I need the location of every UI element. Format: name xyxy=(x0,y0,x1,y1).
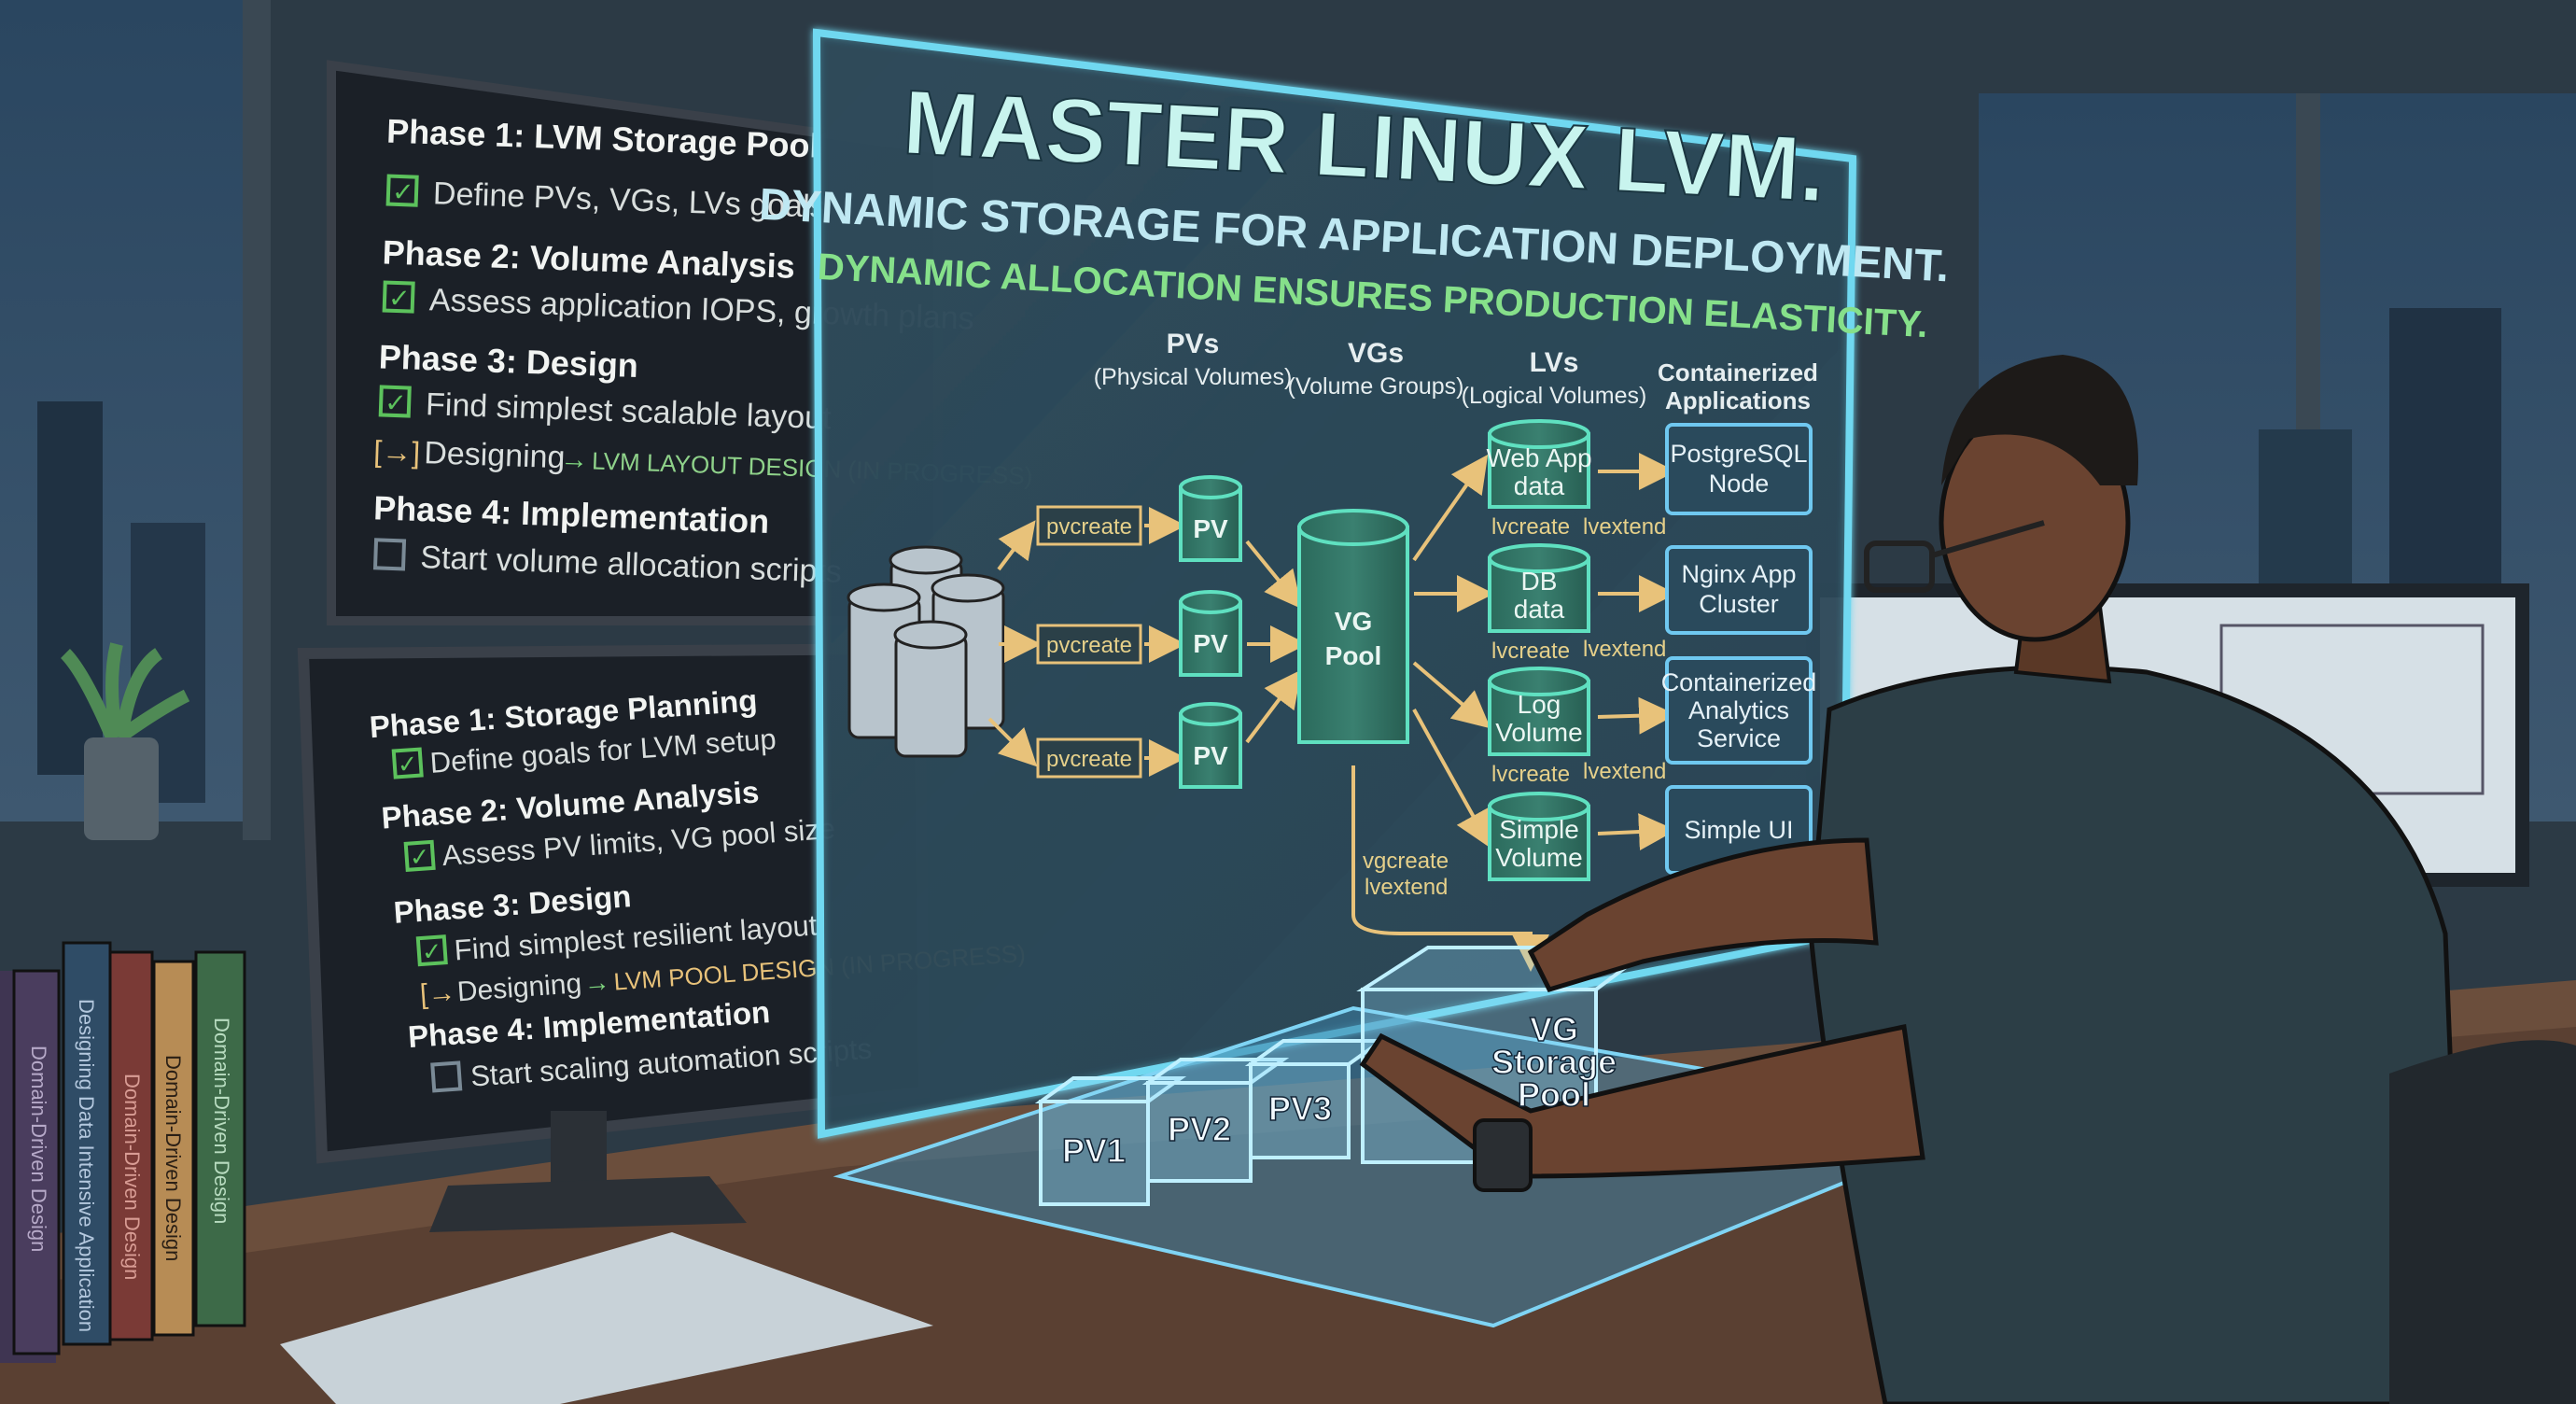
in-progress-marker: [→ xyxy=(419,977,457,1011)
checkbox-checked[interactable] xyxy=(403,839,436,872)
lvextend-label: lvextend xyxy=(1583,759,1666,784)
hologram-panel: MASTER LINUX LVM. DYNAMIC STORAGE FOR AP… xyxy=(758,28,1951,1139)
checkbox-checked[interactable] xyxy=(382,280,415,314)
checkbox-checked[interactable] xyxy=(391,747,424,779)
book-title: Domain-Driven Design xyxy=(210,1018,233,1224)
watch-icon xyxy=(1473,1118,1533,1192)
book-title: Domain-Driven Design xyxy=(120,1074,144,1280)
lvcreate-label: lvcreate xyxy=(1491,514,1570,540)
column-subheader: Applications xyxy=(1665,386,1811,414)
book-title: Designing Data Intensive Application xyxy=(75,999,98,1332)
glasses-icon xyxy=(1864,520,2045,593)
lv-label: DB xyxy=(1521,567,1558,596)
pvcreate-label: pvcreate xyxy=(1046,514,1132,540)
app-label: Nginx App xyxy=(1681,560,1796,588)
vg-pool-label: Pool xyxy=(1325,641,1382,670)
column-header: Containerized xyxy=(1658,358,1818,386)
checkbox-checked[interactable] xyxy=(415,934,448,967)
arm xyxy=(1527,837,1879,992)
pv-cylinders xyxy=(1179,475,1242,789)
monitor-stand xyxy=(429,1176,747,1232)
column-header: VGs xyxy=(1348,338,1404,369)
checkbox-checked[interactable] xyxy=(378,385,412,418)
check-icon: ✓ xyxy=(385,388,408,418)
database-stack-icon xyxy=(847,545,1005,758)
checkbox-unchecked[interactable] xyxy=(372,538,407,571)
vgcreate-label: vgcreate xyxy=(1363,849,1449,874)
arrow-icon: → xyxy=(583,967,611,998)
lvcreate-label: lvcreate xyxy=(1491,639,1570,664)
pv-block-label: PV3 xyxy=(1268,1089,1332,1128)
plant-icon xyxy=(60,642,190,840)
app-label: Service xyxy=(1697,724,1781,752)
lvextend-label: lvextend xyxy=(1583,514,1666,540)
column-subheader: (Volume Groups) xyxy=(1288,373,1464,400)
column-subheader: (Physical Volumes) xyxy=(1094,364,1293,390)
pv-block-label: PV2 xyxy=(1168,1110,1231,1148)
app-boxes xyxy=(1665,423,1813,875)
in-progress-marker: [→] xyxy=(373,434,421,470)
vg-pool-label: VG xyxy=(1335,607,1372,636)
pv-label: PV xyxy=(1193,514,1228,543)
check-icon: ✓ xyxy=(388,284,412,314)
column-header: LVs xyxy=(1530,347,1579,378)
column-subheader: (Logical Volumes) xyxy=(1462,383,1647,409)
check-icon: ✓ xyxy=(421,936,443,965)
lv-label: data xyxy=(1514,595,1565,624)
vg-block-label: VG xyxy=(1530,1010,1578,1048)
lv-label: Volume xyxy=(1495,718,1582,747)
lv-label: Volume xyxy=(1495,843,1582,872)
check-icon: ✓ xyxy=(409,842,431,871)
pvcreate-label: pvcreate xyxy=(1046,747,1132,772)
app-label: Containerized xyxy=(1661,668,1817,696)
app-label: Node xyxy=(1709,470,1770,498)
pv-label: PV xyxy=(1193,741,1228,770)
checkbox-checked[interactable] xyxy=(385,174,419,207)
progress-label: Designing xyxy=(424,435,566,475)
check-icon: ✓ xyxy=(397,750,419,779)
left-window xyxy=(0,0,243,821)
phase-title: Phase 3: Design xyxy=(378,337,638,385)
pvcreate-label: pvcreate xyxy=(1046,633,1132,658)
lv-label: Simple xyxy=(1499,815,1579,844)
lv-label: Web App xyxy=(1486,443,1591,472)
person xyxy=(1359,355,2467,1404)
app-label: PostgreSQL xyxy=(1670,440,1807,468)
vg-pool-cylinder xyxy=(1297,509,1409,744)
app-label: Analytics xyxy=(1688,696,1789,724)
arrow-icon: → xyxy=(560,443,589,475)
book-stack: Domain-Driven Design Designing Data Inte… xyxy=(0,941,246,1363)
book-title: Domain-Driven Design xyxy=(161,1055,185,1261)
vg-block-label: Storage xyxy=(1491,1043,1617,1081)
lv-cylinders xyxy=(1488,419,1590,881)
app-label: Simple UI xyxy=(1684,816,1793,844)
check-icon: ✓ xyxy=(392,177,415,207)
chair xyxy=(2389,1040,2576,1404)
blueprint-papers xyxy=(280,1232,933,1404)
lvextend-label: lvextend xyxy=(1365,875,1448,900)
lvextend-label: lvextend xyxy=(1583,637,1666,662)
lv-label: data xyxy=(1514,471,1565,500)
pv-block-label: PV1 xyxy=(1062,1131,1126,1170)
checkbox-unchecked[interactable] xyxy=(430,1060,463,1093)
column-header: PVs xyxy=(1167,329,1220,359)
vg-block-label: Pool xyxy=(1518,1075,1590,1114)
app-label: Cluster xyxy=(1699,590,1779,618)
lvcreate-label: lvcreate xyxy=(1491,762,1570,787)
book-title: Domain-Driven Design xyxy=(27,1046,50,1252)
pvcreate-boxes: pvcreate pvcreate pvcreate xyxy=(1036,505,1142,779)
lv-label: Log xyxy=(1518,690,1561,719)
pv-label: PV xyxy=(1193,629,1228,658)
